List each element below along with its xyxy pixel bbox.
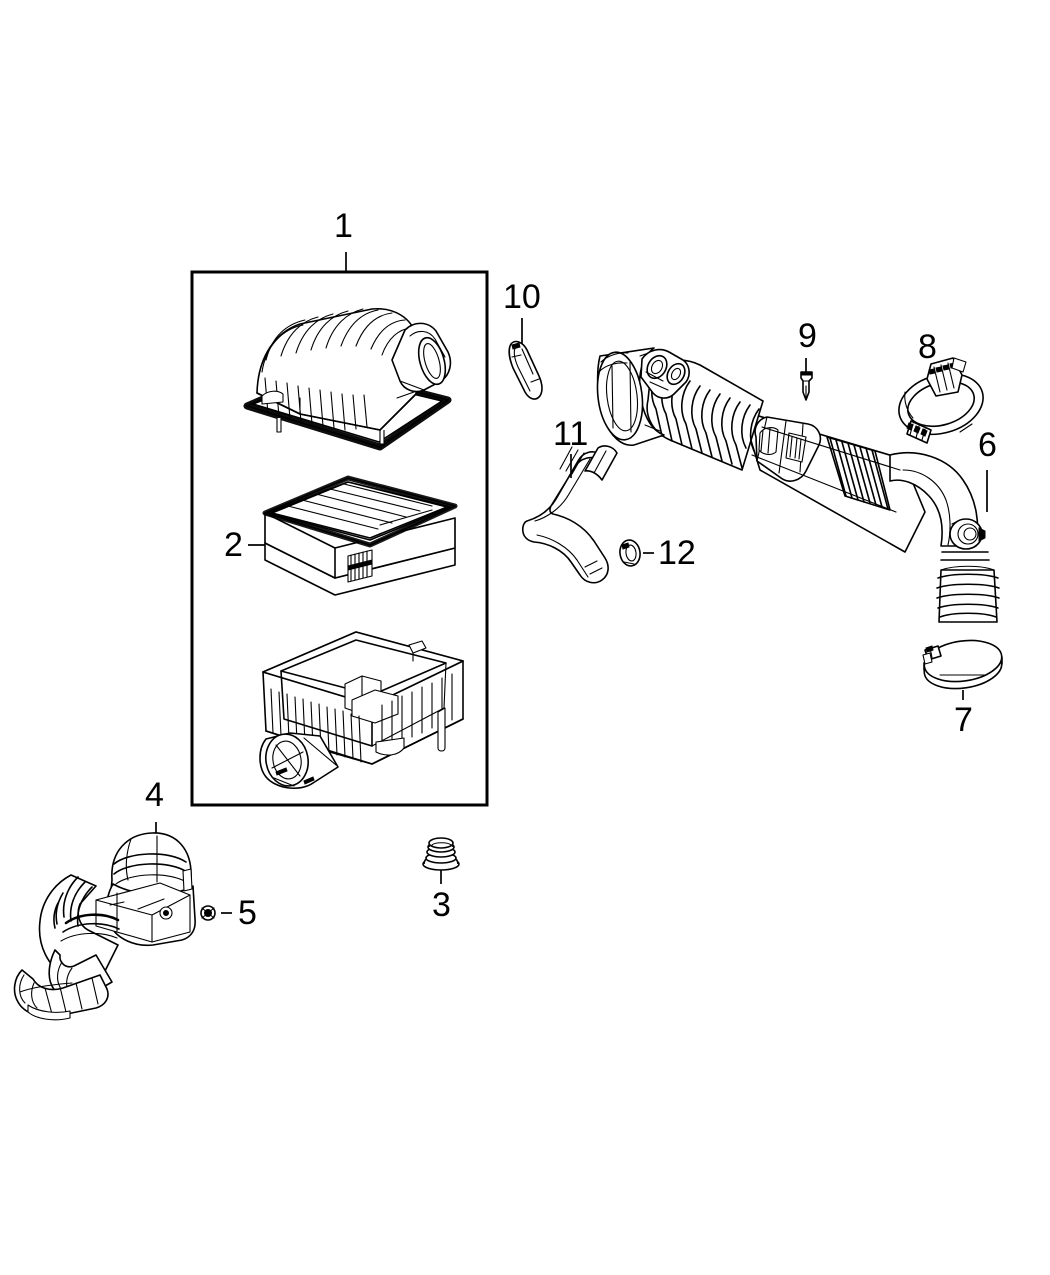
filter-media-strip xyxy=(347,549,373,583)
air-filter-element[interactable] xyxy=(262,475,458,596)
callout-label-1[interactable]: 1 xyxy=(334,207,353,245)
fresh-air-inlet-duct[interactable] xyxy=(13,832,196,1021)
clamp-worm-housing xyxy=(926,357,967,397)
callout-label-2[interactable]: 2 xyxy=(224,526,243,564)
hose-sensor-bracket[interactable] xyxy=(754,416,822,482)
callout-label-5[interactable]: 5 xyxy=(238,894,257,932)
callout-label-12[interactable]: 12 xyxy=(658,534,696,572)
elbow-connector[interactable] xyxy=(949,518,986,550)
inlet-duct-screw[interactable] xyxy=(200,905,216,921)
callout-label-10[interactable]: 10 xyxy=(503,278,541,316)
clamp-tail xyxy=(906,420,932,444)
air-cleaner-assembly-group[interactable] xyxy=(190,270,489,807)
hose-upper-port xyxy=(640,348,690,399)
callout-label-8[interactable]: 8 xyxy=(918,328,937,366)
air-inlet-hose[interactable] xyxy=(593,347,1000,623)
air-cleaner-lower-housing[interactable] xyxy=(259,631,464,790)
callout-label-4[interactable]: 4 xyxy=(145,776,164,814)
bellows-ribs-right xyxy=(829,437,889,510)
worm-gear-hose-clamp[interactable] xyxy=(892,357,991,444)
inlet-duct-bellows xyxy=(53,876,93,929)
vent-hose[interactable] xyxy=(521,445,618,584)
clamp-latch xyxy=(922,645,942,665)
callout-label-11[interactable]: 11 xyxy=(553,415,589,453)
hose-retainer-pin[interactable] xyxy=(800,371,813,401)
hose-outlet-bellows xyxy=(936,565,1000,623)
vent-hose-clamp[interactable] xyxy=(618,539,641,568)
air-cleaner-cover[interactable] xyxy=(243,308,452,451)
callout-label-3[interactable]: 3 xyxy=(432,886,451,924)
callout-label-7[interactable]: 7 xyxy=(954,701,973,739)
callout-label-9[interactable]: 9 xyxy=(798,317,817,355)
cover-seal-clip[interactable] xyxy=(508,340,543,400)
hose-clamp-lower[interactable] xyxy=(922,636,1005,693)
callout-label-6[interactable]: 6 xyxy=(978,426,997,464)
drain-grommet[interactable] xyxy=(422,837,460,871)
